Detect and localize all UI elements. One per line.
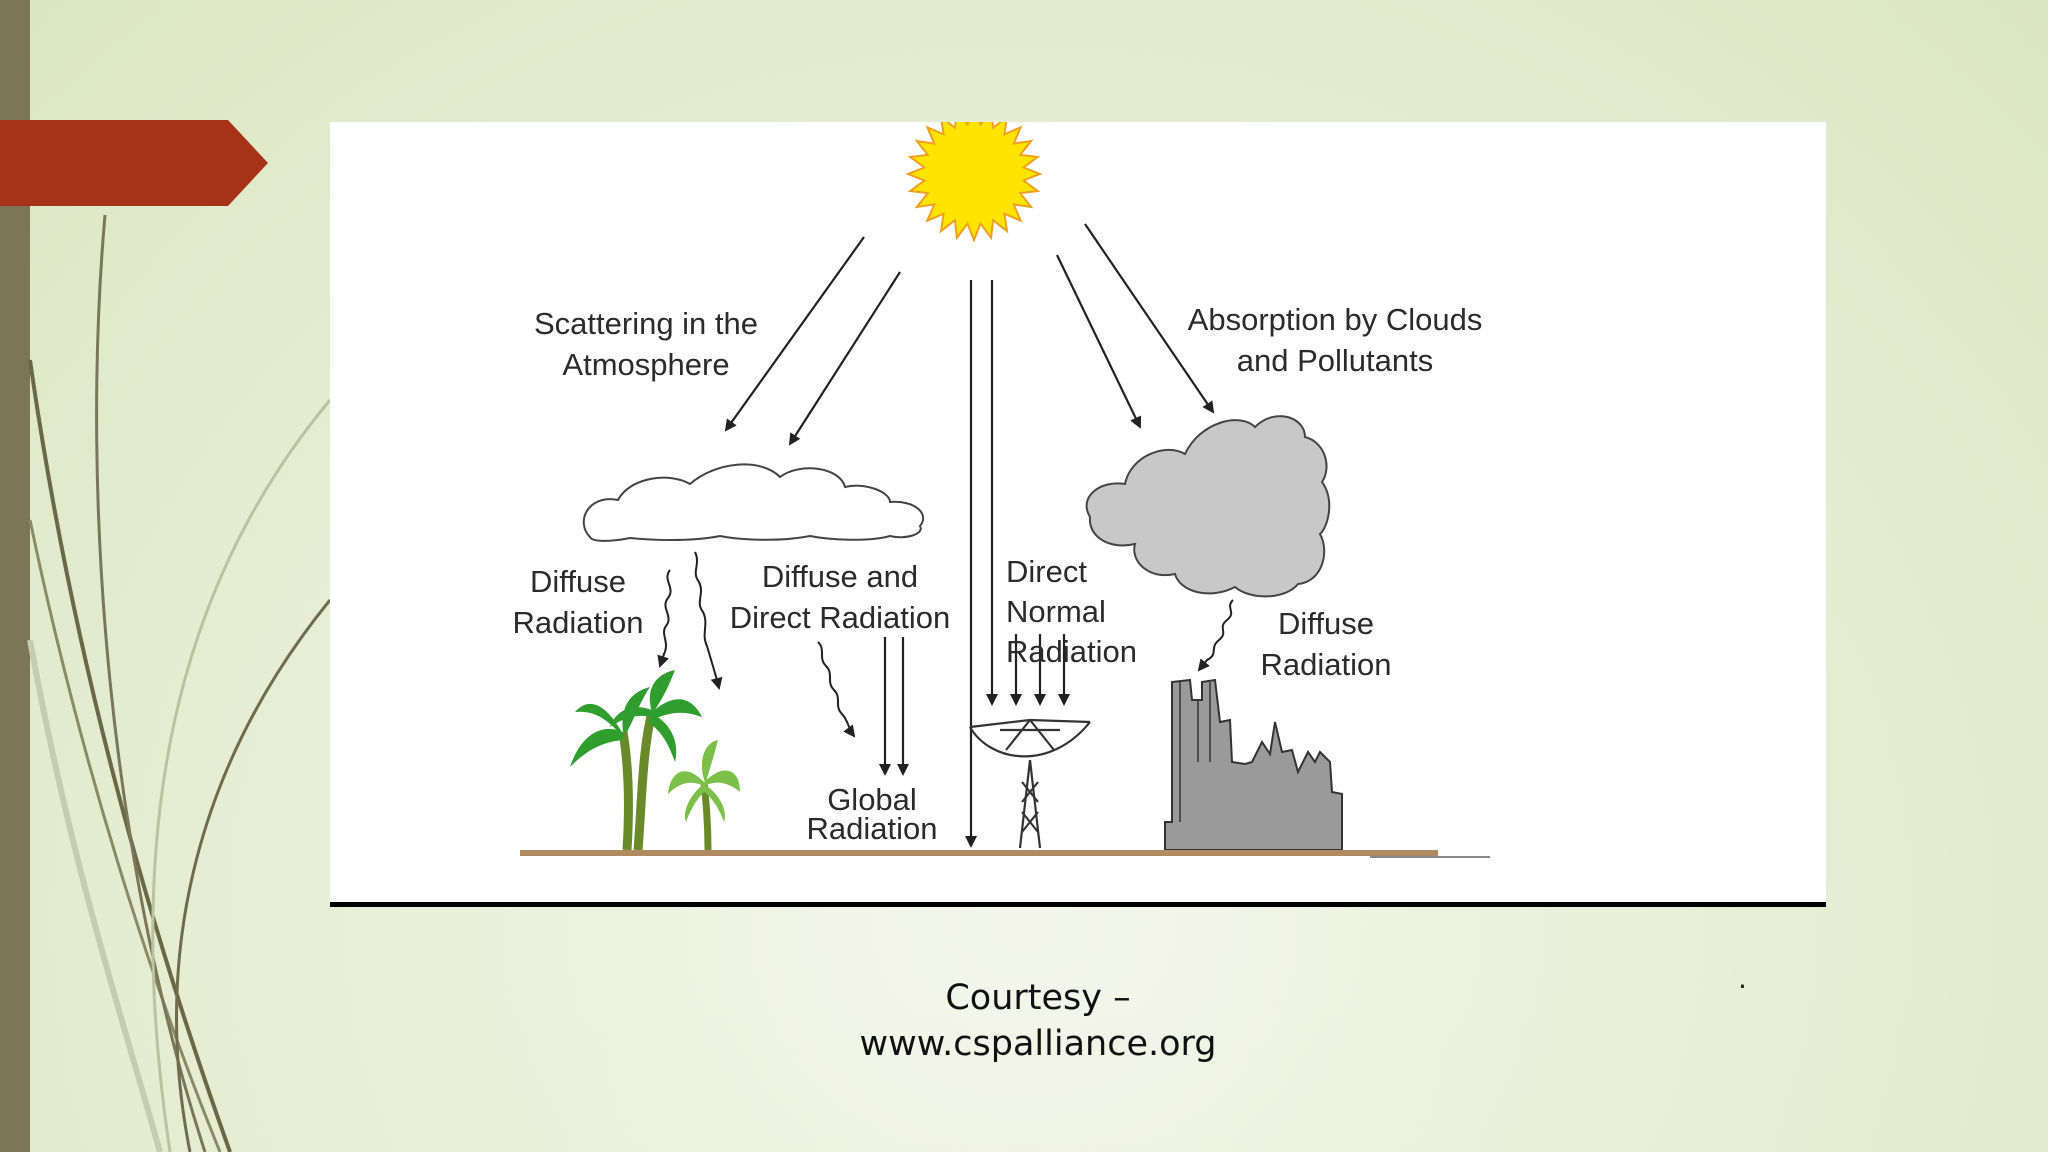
dark-cloud-icon [1085, 415, 1331, 598]
city-towers [1179, 682, 1211, 822]
sun-icon [905, 122, 1043, 243]
caption-url: www.cspalliance.org [859, 1024, 1217, 1064]
label-absorption-line1: Absorption by Clouds [1188, 302, 1483, 337]
label-diffuse-right-line1: Diffuse [1278, 606, 1374, 641]
light-cloud-icon [582, 463, 925, 542]
squiggle-diffuse-right [1197, 599, 1234, 672]
solar-radiation-figure: Scattering in the Atmosphere Absorption … [330, 122, 1826, 902]
arrow-scatter-1 [724, 236, 865, 432]
palm-tree-icon [570, 670, 740, 851]
dish-antenna-icon [969, 718, 1091, 849]
stray-dot: . [1738, 962, 1747, 995]
arrow-scatter-2 [788, 271, 901, 446]
figure-canvas: Scattering in the Atmosphere Absorption … [513, 122, 1490, 858]
courtesy-caption: Courtesy – www.cspalliance.org [0, 975, 2048, 1067]
red-arrow-tab [0, 120, 268, 206]
label-diffuse-direct-line2: Direct Radiation [730, 600, 951, 635]
arrow-absorb-1 [1056, 254, 1142, 429]
squiggle-diffuse-left [657, 569, 672, 668]
label-scattering-line2: Atmosphere [562, 347, 729, 382]
squiggle-global [817, 641, 856, 738]
label-diffuse-direct-line1: Diffuse and [762, 559, 918, 594]
label-absorption-line2: and Pollutants [1237, 343, 1433, 378]
label-global-line1: Global [827, 782, 917, 817]
label-dnr-line1: Direct [1006, 554, 1087, 589]
arrow-absorb-2 [1084, 223, 1215, 414]
caption-line1: Courtesy – [945, 978, 1131, 1018]
label-dnr-line2: Normal [1006, 594, 1106, 629]
label-global-line2: Radiation [807, 811, 938, 846]
label-scattering-line1: Scattering in the [534, 306, 758, 341]
decorative-swoosh [27, 214, 332, 1152]
label-diffuse-left-line2: Radiation [513, 605, 644, 640]
squiggle-to-palm [694, 551, 723, 690]
city-skyline-icon [1164, 678, 1343, 851]
label-diffuse-right-line2: Radiation [1261, 647, 1392, 682]
label-dnr-line3: Radiation [1006, 634, 1137, 669]
label-diffuse-left-line1: Diffuse [530, 564, 626, 599]
